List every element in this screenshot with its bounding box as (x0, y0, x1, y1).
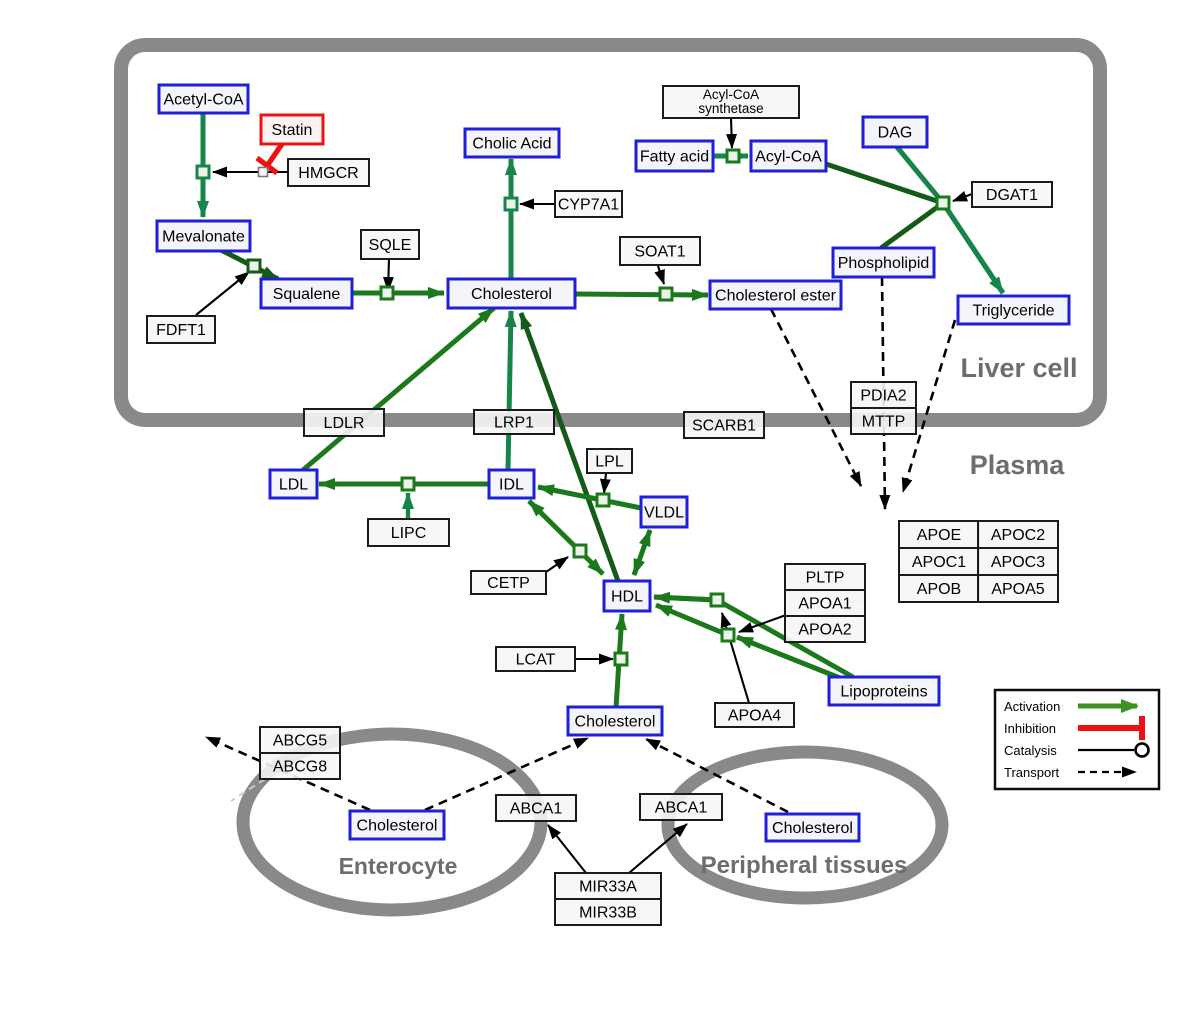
svg-text:VLDL: VLDL (644, 505, 684, 522)
svg-text:Statin: Statin (272, 122, 313, 139)
svg-text:CYP7A1: CYP7A1 (558, 197, 619, 214)
svg-text:APOB: APOB (917, 581, 961, 598)
svg-text:Inhibition: Inhibition (1004, 721, 1056, 736)
svg-text:Activation: Activation (1004, 699, 1060, 714)
svg-text:Mevalonate: Mevalonate (162, 229, 245, 246)
svg-text:APOA1: APOA1 (798, 596, 851, 613)
svg-text:ABCA1: ABCA1 (510, 801, 563, 818)
svg-text:APOC1: APOC1 (912, 554, 966, 571)
svg-text:PDIA2: PDIA2 (860, 388, 906, 405)
svg-text:Cholesterol ester: Cholesterol ester (715, 288, 837, 305)
svg-text:CETP: CETP (487, 575, 530, 592)
svg-text:Plasma: Plasma (970, 450, 1066, 480)
svg-text:APOC2: APOC2 (991, 527, 1045, 544)
svg-text:PLTP: PLTP (806, 570, 845, 587)
svg-text:FDFT1: FDFT1 (156, 322, 206, 339)
svg-text:Catalysis: Catalysis (1004, 743, 1057, 758)
svg-text:DGAT1: DGAT1 (986, 187, 1038, 204)
svg-text:LDL: LDL (279, 477, 308, 494)
svg-text:Acyl-CoA: Acyl-CoA (703, 87, 759, 102)
svg-text:Squalene: Squalene (273, 286, 341, 303)
svg-text:Peripheral tissues: Peripheral tissues (701, 852, 908, 879)
svg-text:LIPC: LIPC (391, 525, 427, 542)
svg-text:APOA5: APOA5 (991, 581, 1044, 598)
svg-text:LPL: LPL (595, 454, 624, 471)
svg-text:ABCA1: ABCA1 (655, 800, 708, 817)
svg-text:ABCG5: ABCG5 (273, 733, 327, 750)
svg-text:Fatty acid: Fatty acid (640, 149, 709, 166)
svg-text:IDL: IDL (499, 477, 524, 494)
svg-text:Cholesterol: Cholesterol (471, 286, 552, 303)
svg-text:Transport: Transport (1004, 765, 1060, 780)
svg-text:APOE: APOE (917, 527, 961, 544)
svg-text:LRP1: LRP1 (494, 415, 534, 432)
svg-text:APOC3: APOC3 (991, 554, 1045, 571)
svg-text:LCAT: LCAT (516, 652, 556, 669)
svg-text:Cholic Acid: Cholic Acid (472, 136, 551, 153)
svg-text:Lipoproteins: Lipoproteins (840, 684, 927, 701)
svg-text:synthetase: synthetase (698, 101, 763, 116)
svg-text:DAG: DAG (878, 125, 913, 142)
svg-text:HMGCR: HMGCR (298, 165, 358, 182)
svg-text:Acetyl-CoA: Acetyl-CoA (163, 92, 243, 109)
svg-text:Acyl-CoA: Acyl-CoA (755, 149, 822, 166)
svg-text:SOAT1: SOAT1 (634, 244, 685, 261)
svg-text:Liver cell: Liver cell (960, 353, 1077, 383)
svg-text:Triglyceride: Triglyceride (972, 303, 1054, 320)
svg-text:Cholesterol: Cholesterol (575, 714, 656, 731)
svg-text:Enterocyte: Enterocyte (339, 853, 458, 879)
svg-text:MTTP: MTTP (862, 414, 906, 431)
svg-text:LDLR: LDLR (324, 415, 365, 432)
svg-text:SCARB1: SCARB1 (692, 418, 756, 435)
svg-text:APOA4: APOA4 (728, 708, 781, 725)
svg-text:APOA2: APOA2 (798, 622, 851, 639)
svg-text:MIR33B: MIR33B (579, 905, 637, 922)
svg-text:Cholesterol: Cholesterol (772, 820, 853, 837)
svg-text:Phospholipid: Phospholipid (838, 255, 930, 272)
svg-text:Cholesterol: Cholesterol (357, 818, 438, 835)
svg-text:ABCG8: ABCG8 (273, 759, 327, 776)
svg-text:HDL: HDL (611, 589, 643, 606)
svg-text:MIR33A: MIR33A (579, 879, 637, 896)
svg-text:SQLE: SQLE (369, 237, 412, 254)
